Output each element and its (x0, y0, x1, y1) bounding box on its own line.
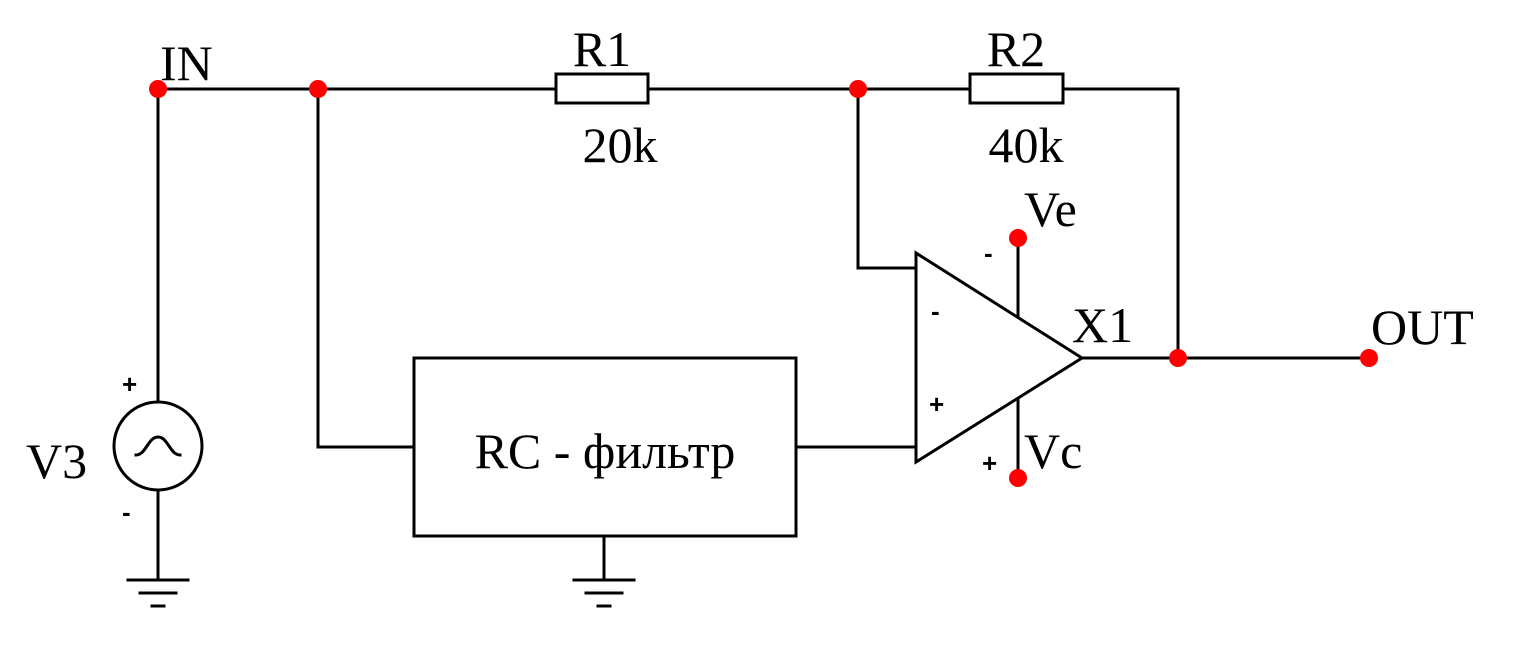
label-r2-name: R2 (987, 21, 1045, 77)
label-ve: Ve (1024, 181, 1077, 237)
label-opamp: X1 (1072, 297, 1133, 353)
node-split (309, 80, 327, 98)
ve-pin-mark: - (984, 238, 993, 268)
ground-icon (572, 578, 636, 608)
label-in: IN (160, 35, 213, 91)
node-r1-r2 (849, 80, 867, 98)
label-r1-name: R1 (573, 21, 631, 77)
source-minus-mark: - (122, 497, 131, 527)
rc-filter-block (412, 356, 798, 538)
label-out: OUT (1371, 299, 1474, 355)
label-r2-value: 40k (989, 117, 1064, 173)
ac-voltage-source-icon (112, 400, 204, 492)
opamp-inverting-mark: - (931, 296, 940, 326)
wires (156, 87, 1371, 582)
node-out (1360, 349, 1378, 367)
label-source: V3 (26, 433, 87, 489)
source-plus-mark: + (122, 369, 137, 399)
node-feedback (1169, 349, 1187, 367)
sine-wave-icon (134, 435, 182, 457)
vc-pin-mark: + (982, 448, 997, 478)
opamp-noninverting-mark: + (929, 389, 944, 419)
resistor-r2 (968, 72, 1065, 105)
node-vc (1009, 469, 1027, 487)
label-vc: Vc (1024, 423, 1082, 479)
node-ve (1009, 229, 1027, 247)
label-filter: RC - фильтр (475, 423, 736, 479)
ground-icon (126, 578, 190, 608)
label-r1-value: 20k (583, 117, 658, 173)
resistor-r1 (554, 72, 650, 105)
node-in (149, 80, 167, 98)
opamp-x1 (914, 250, 1085, 465)
junction-nodes (149, 80, 1378, 487)
